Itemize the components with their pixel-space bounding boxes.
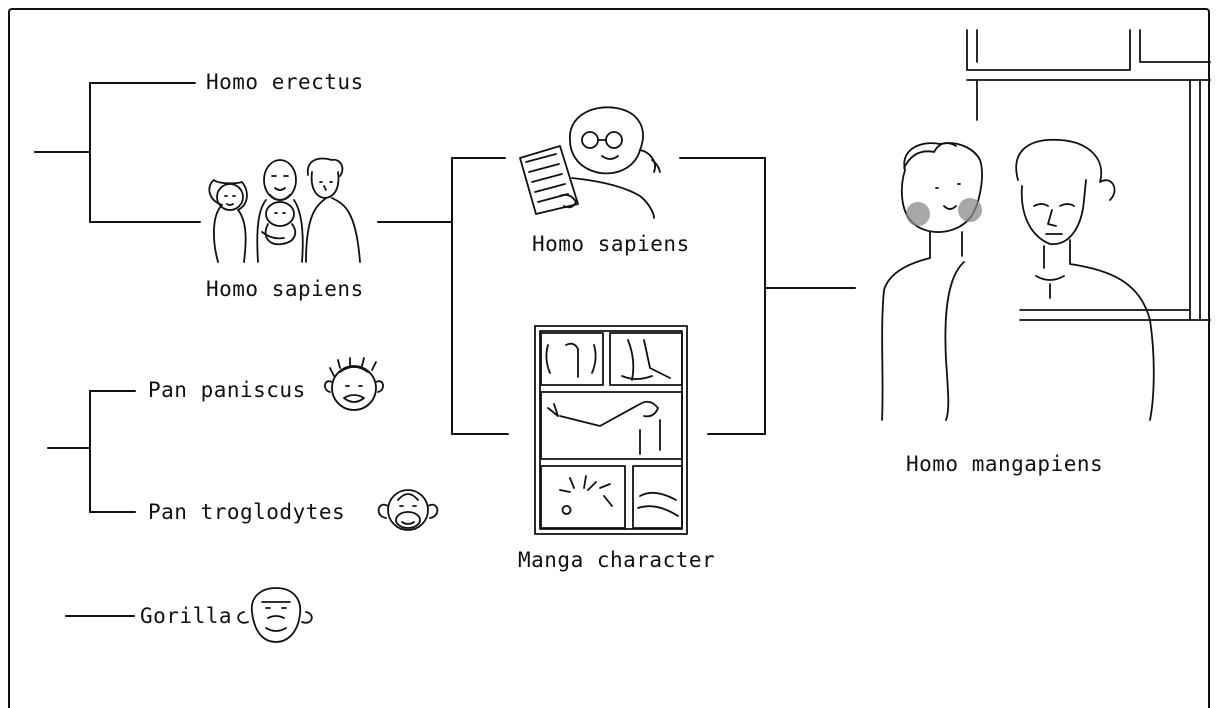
manga-page-drawing bbox=[534, 325, 688, 535]
bonobo-icon bbox=[324, 357, 384, 411]
two-men-drawing bbox=[881, 29, 1211, 421]
tree-diagram bbox=[34, 29, 1211, 643]
label-gorilla: Gorilla bbox=[140, 604, 233, 628]
diagram-frame bbox=[8, 8, 1210, 708]
label-homo-sapiens-reader: Homo sapiens bbox=[532, 232, 690, 256]
label-homo-sapiens-family: Homo sapiens bbox=[206, 277, 364, 301]
label-homo-erectus: Homo erectus bbox=[206, 70, 364, 94]
branch-lines bbox=[34, 82, 856, 617]
chimpanzee-icon bbox=[377, 489, 439, 531]
label-pan-paniscus: Pan paniscus bbox=[148, 378, 306, 402]
label-homo-mangapiens: Homo mangapiens bbox=[906, 452, 1104, 476]
gorilla-icon bbox=[237, 587, 313, 643]
label-pan-troglodytes: Pan troglodytes bbox=[148, 500, 346, 524]
family-drawing bbox=[208, 157, 361, 263]
reader-drawing bbox=[519, 106, 661, 219]
label-manga-character: Manga character bbox=[518, 548, 716, 572]
